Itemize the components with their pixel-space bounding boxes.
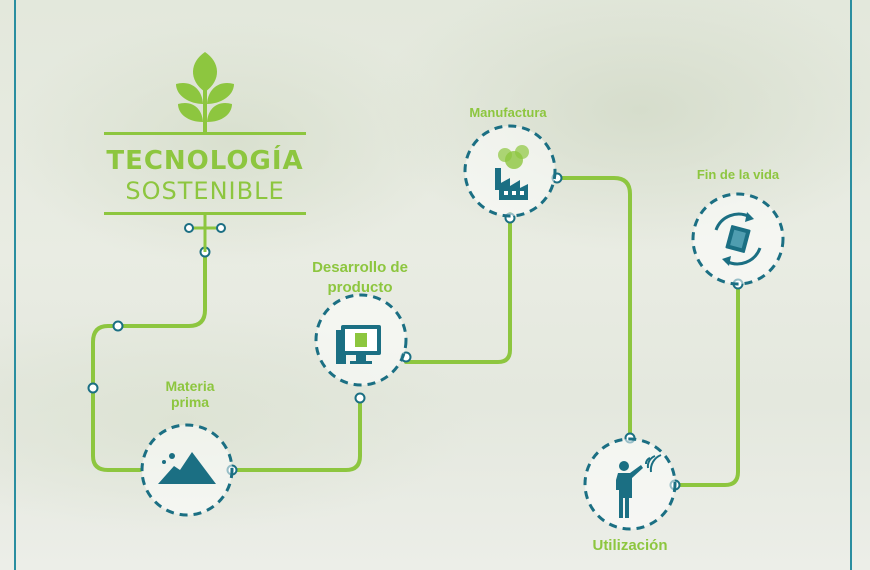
rock-pile-icon bbox=[158, 452, 216, 484]
logo-title-line2: SOSTENIBLE bbox=[125, 177, 285, 205]
label-fin-de-la-vida: Fin de la vida bbox=[696, 167, 780, 182]
label-desarrollo: Desarrollo de producto bbox=[312, 259, 408, 297]
recycle-chip-icon bbox=[714, 212, 762, 266]
path-node bbox=[354, 392, 366, 404]
logo-title-line1: TECNOLOGÍA bbox=[106, 146, 304, 176]
logo-top-bar bbox=[104, 132, 306, 135]
label-materia-prima: Materia prima bbox=[165, 378, 215, 411]
frame-border bbox=[14, 0, 852, 570]
flow-path bbox=[91, 176, 740, 487]
stage-manufactura bbox=[463, 124, 557, 218]
label-utilizacion: Utilización bbox=[592, 537, 668, 554]
root-connector-icon bbox=[184, 215, 226, 252]
stage-utilizacion bbox=[583, 437, 677, 531]
logo-bottom-bar bbox=[104, 212, 306, 215]
leaf-logo-icon bbox=[176, 52, 234, 132]
stage-materia-prima bbox=[140, 423, 234, 517]
factory-icon bbox=[495, 145, 529, 200]
stage-fin-de-la-vida bbox=[691, 192, 785, 286]
computer-chip-icon bbox=[336, 325, 381, 364]
stage-desarrollo bbox=[314, 293, 408, 387]
path-node bbox=[112, 320, 124, 332]
label-manufactura: Manufactura bbox=[469, 105, 547, 120]
path-node bbox=[87, 382, 99, 394]
person-wireless-icon bbox=[616, 454, 662, 518]
